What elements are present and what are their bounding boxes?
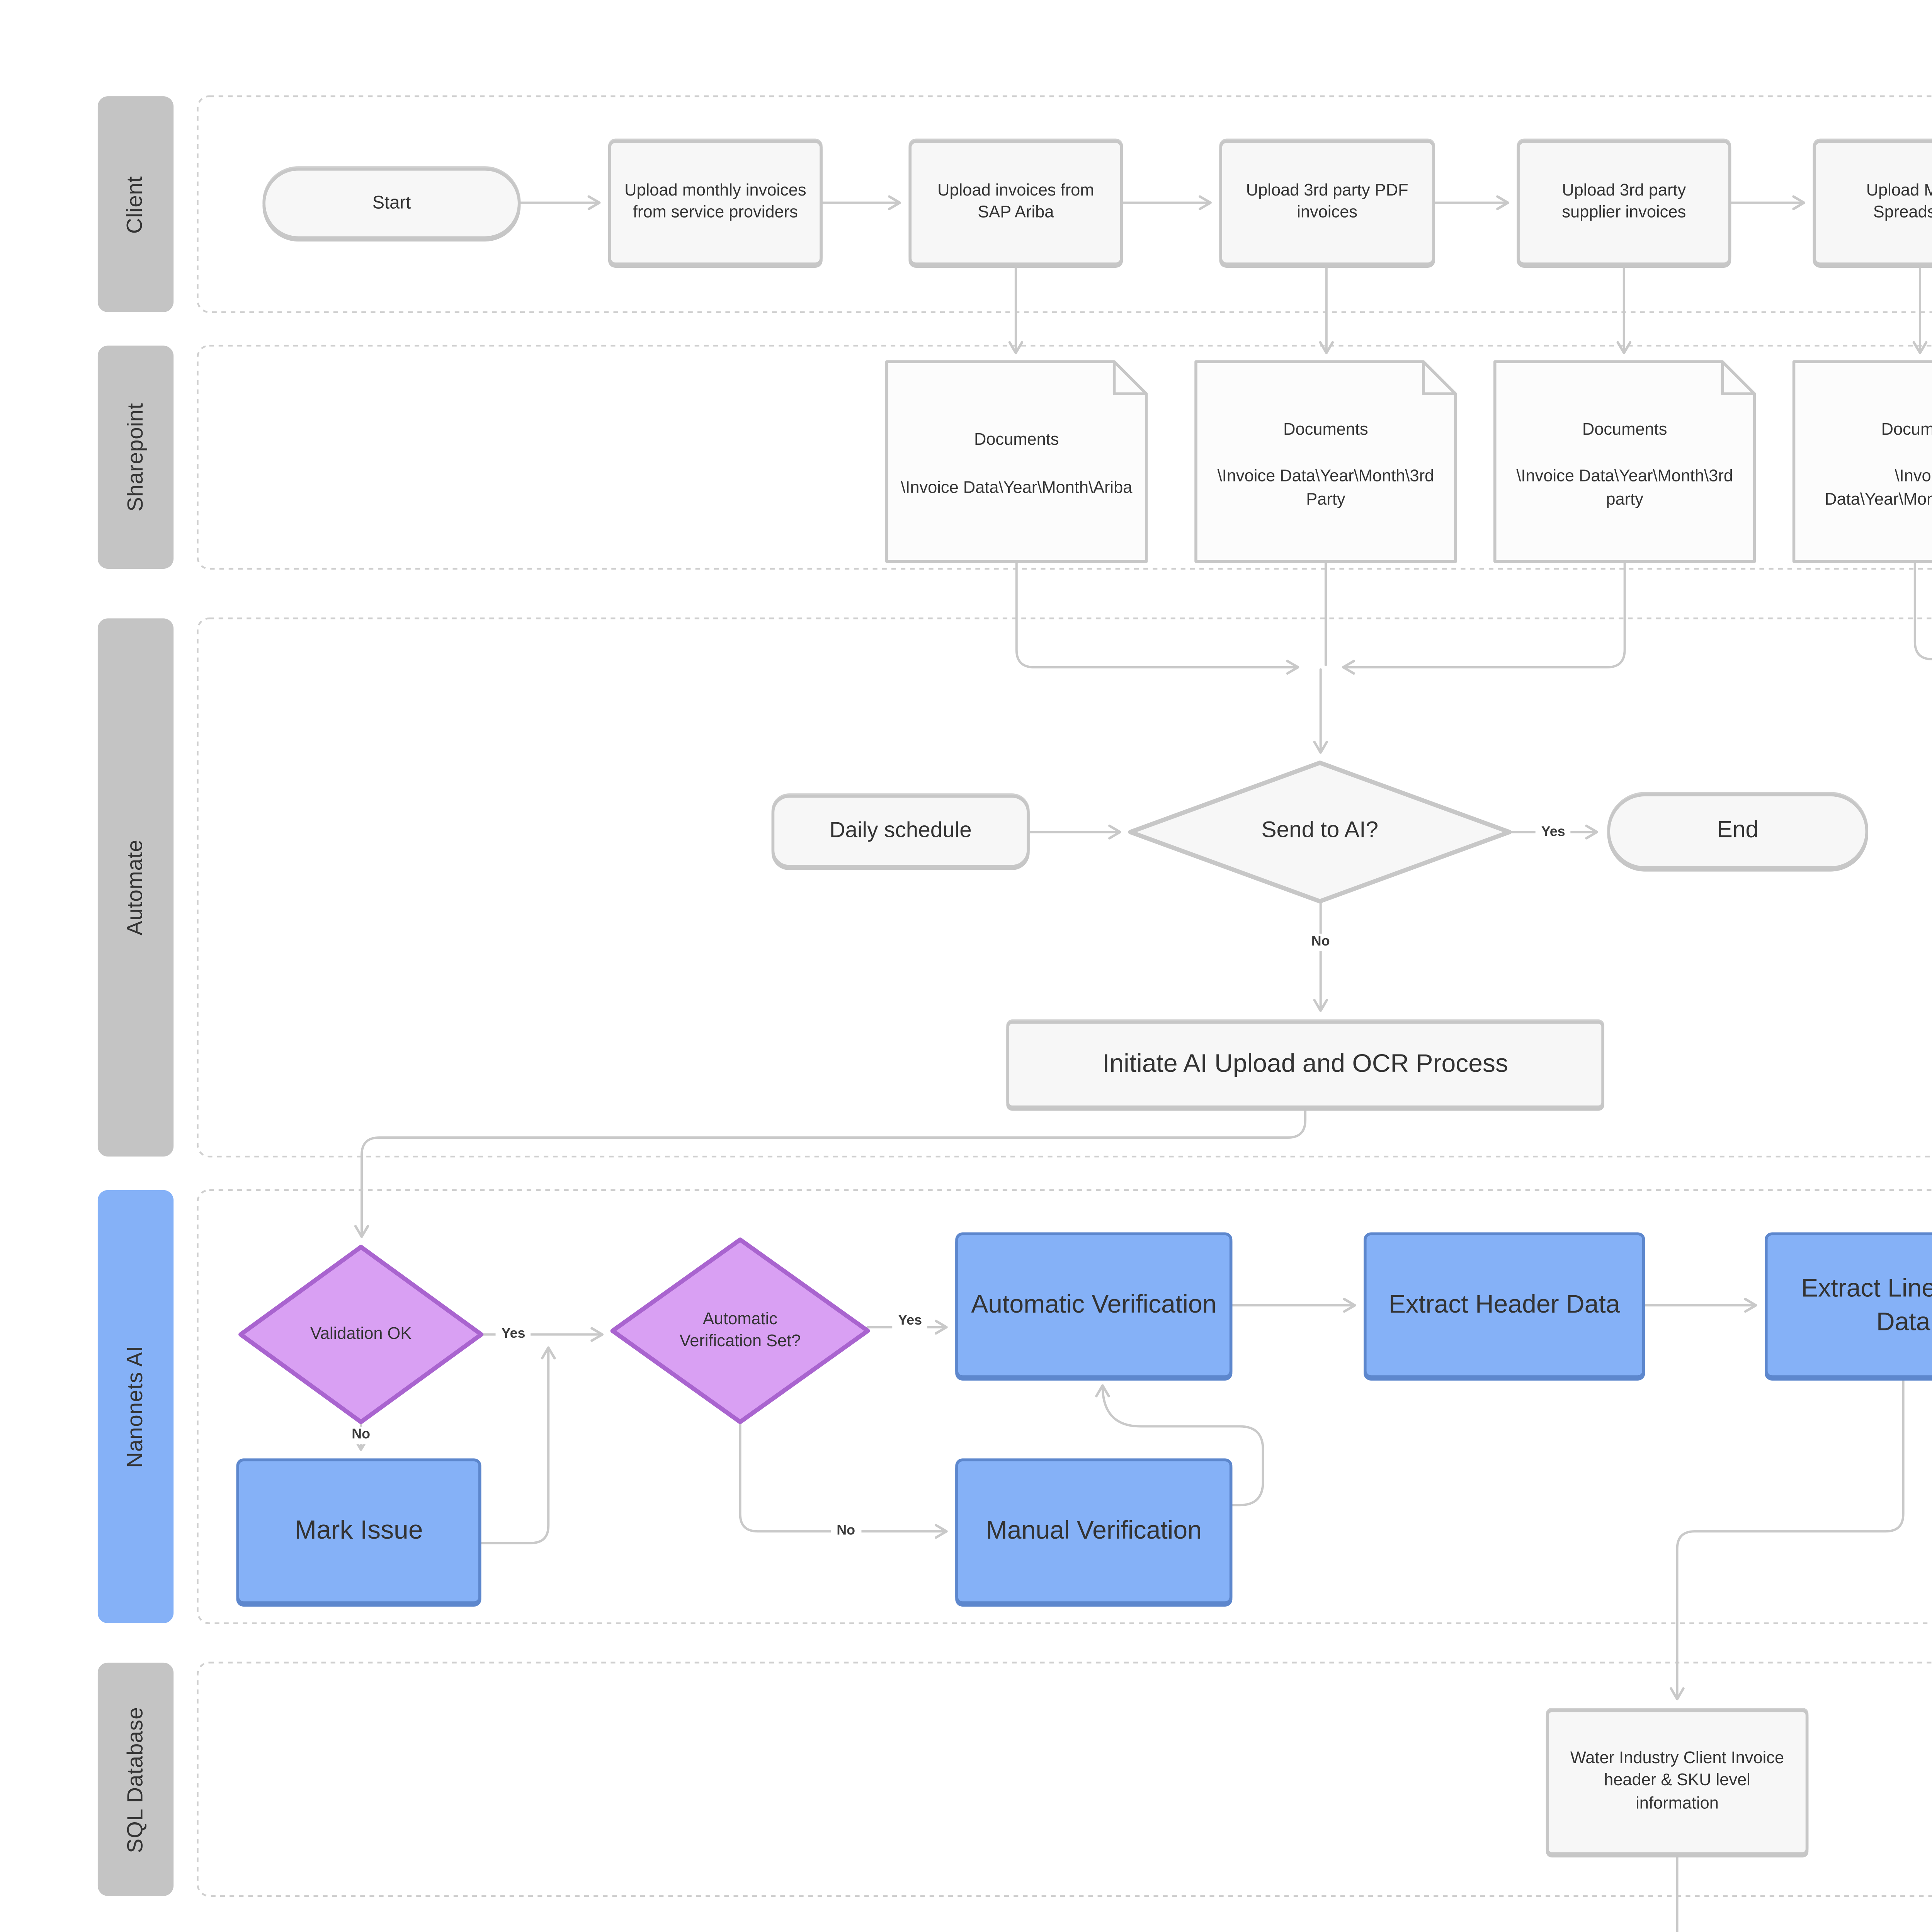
lane-label-sharepoint: Sharepoint: [97, 345, 174, 569]
upload-master-node[interactable]: Upload Master Spreadsheet: [1813, 140, 1932, 265]
upload-monthly-node[interactable]: Upload monthly invoices from service pro…: [608, 140, 823, 265]
doc-3rd-party-path: \Invoice Data\Year\Month\3rd Party: [1217, 468, 1434, 509]
send-to-ai-diamond[interactable]: [1128, 760, 1512, 904]
doc-3rd-party2-fold: [1721, 362, 1755, 395]
lane-automate-boundary: [197, 617, 1932, 1158]
start-label: Start: [372, 193, 411, 214]
doc-3rd-party-shape[interactable]: [1194, 360, 1457, 563]
lane-label-sql: SQL Database: [97, 1662, 174, 1896]
lane-sql-boundary: [197, 1662, 1932, 1897]
send-to-ai-text: Send to AI?: [1130, 763, 1509, 901]
automatic-verification-node[interactable]: Automatic Verification: [955, 1232, 1233, 1378]
auto-verification-set-text: Automatic Verification Set?: [612, 1240, 868, 1422]
edge-label-autoset-yes: Yes: [892, 1313, 928, 1330]
initiate-ocr-node[interactable]: Initiate AI Upload and OCR Process: [1006, 1021, 1604, 1109]
validation-ok-label: Validation OK: [310, 1325, 412, 1343]
upload-3rd-supplier-node[interactable]: Upload 3rd party supplier invoices: [1517, 140, 1731, 265]
edge-autoset-no-to-manual: [739, 1421, 948, 1539]
edge-doc-ariba-to-merge: [1015, 560, 1299, 675]
lane-label-nanonets-text: Nanonets AI: [123, 1345, 148, 1468]
doc-master-shape[interactable]: [1792, 360, 1932, 563]
lane-label-client-text: Client: [123, 175, 148, 233]
doc-master-path: \Invoice Data\Year\Month\Master…: [1825, 468, 1932, 509]
mark-issue-label: Mark Issue: [294, 1515, 423, 1545]
lane-label-automate: Automate: [97, 618, 174, 1157]
lane-nanonets-boundary: [197, 1189, 1932, 1624]
lane-label-sql-text: SQL Database: [123, 1706, 148, 1852]
sql-info-node[interactable]: Water Industry Client Invoice header & S…: [1546, 1709, 1809, 1855]
extract-header-label: Extract Header Data: [1389, 1290, 1620, 1319]
upload-master-label: Upload Master Spreadsheet: [1866, 182, 1932, 222]
doc-3rd-party2-path: \Invoice Data\Year\Month\3rd party: [1516, 468, 1733, 509]
lane-sharepoint-boundary: [197, 345, 1932, 570]
sql-info-label: Water Industry Client Invoice header & S…: [1570, 1750, 1784, 1812]
upload-3rd-pdf-label: Upload 3rd party PDF invoices: [1246, 182, 1408, 222]
upload-3rd-pdf-node[interactable]: Upload 3rd party PDF invoices: [1219, 140, 1435, 265]
daily-schedule-node[interactable]: Daily schedule: [771, 795, 1030, 868]
edge-mark-to-yes-line: [480, 1346, 556, 1544]
doc-ariba-title: Documents: [974, 432, 1059, 450]
doc-ariba-text: Documents \Invoice Data\Year\Month\Ariba: [887, 362, 1146, 561]
daily-schedule-label: Daily schedule: [829, 818, 972, 843]
edge-label-send-yes: Yes: [1535, 823, 1571, 840]
validation-ok-text: Validation OK: [241, 1247, 481, 1422]
extract-line-items-label: Extract Line Items Data: [1801, 1273, 1932, 1336]
edge-doc3-to-merge: [1342, 560, 1626, 675]
edge-label-validation-yes: Yes: [495, 1326, 531, 1343]
edge-extract-line-to-sql: [1670, 1377, 1905, 1701]
upload-sap-ariba-label: Upload invoices from SAP Ariba: [937, 182, 1094, 222]
doc-master-title: Documents: [1881, 421, 1932, 439]
mark-issue-node[interactable]: Mark Issue: [236, 1458, 481, 1604]
edge-initiate-to-validation: [354, 1107, 1307, 1238]
lane-client-boundary: [197, 95, 1932, 313]
send-to-ai-label: Send to AI?: [1261, 819, 1379, 844]
edge-label-send-no: No: [1305, 934, 1336, 951]
doc-3rd-party-title: Documents: [1283, 421, 1368, 439]
upload-monthly-label: Upload monthly invoices from service pro…: [624, 182, 806, 222]
validation-ok-diamond[interactable]: [238, 1245, 484, 1424]
upload-sap-ariba-node[interactable]: Upload invoices from SAP Ariba: [908, 140, 1123, 265]
lane-label-automate-text: Automate: [123, 839, 148, 935]
auto-verification-set-label: Automatic Verification Set?: [679, 1310, 801, 1350]
manual-verification-node[interactable]: Manual Verification: [955, 1458, 1233, 1604]
extract-header-node[interactable]: Extract Header Data: [1364, 1232, 1645, 1378]
auto-verification-set-diamond[interactable]: [610, 1237, 870, 1424]
upload-3rd-supplier-label: Upload 3rd party supplier invoices: [1562, 182, 1686, 222]
doc-3rd-party2-title: Documents: [1582, 421, 1667, 439]
doc-ariba-shape[interactable]: [885, 360, 1148, 563]
doc-3rd-party-text: Documents \Invoice Data\Year\Month\3rd P…: [1196, 362, 1456, 561]
doc-ariba-path: \Invoice Data\Year\Month\Ariba: [901, 480, 1133, 498]
manual-verification-label: Manual Verification: [986, 1516, 1202, 1545]
extract-line-items-node[interactable]: Extract Line Items Data: [1765, 1232, 1932, 1378]
lane-label-nanonets: Nanonets AI: [97, 1190, 174, 1623]
doc-3rd-party2-shape[interactable]: [1493, 360, 1756, 563]
edge-label-autoset-no: No: [831, 1523, 861, 1540]
initiate-ocr-label: Initiate AI Upload and OCR Process: [1102, 1049, 1509, 1078]
doc-ariba-fold: [1112, 362, 1146, 395]
automatic-verification-label: Automatic Verification: [971, 1290, 1217, 1319]
edge-label-validation-no: No: [346, 1427, 376, 1444]
doc-3rd-party-fold: [1422, 362, 1456, 395]
doc-3rd-party2-text: Documents \Invoice Data\Year\Month\3rd p…: [1495, 362, 1755, 561]
doc-master-text: Documents \Invoice Data\Year\Month\Maste…: [1794, 362, 1932, 561]
lane-label-sharepoint-text: Sharepoint: [123, 403, 148, 512]
lane-label-client: Client: [97, 96, 174, 312]
start-node[interactable]: Start: [262, 168, 521, 240]
edge-manual-to-autoverif: [1095, 1384, 1264, 1507]
end-node[interactable]: End: [1607, 793, 1869, 869]
edge-doc-master-to-extract-line: [1913, 560, 1932, 660]
end-label: End: [1717, 819, 1759, 844]
